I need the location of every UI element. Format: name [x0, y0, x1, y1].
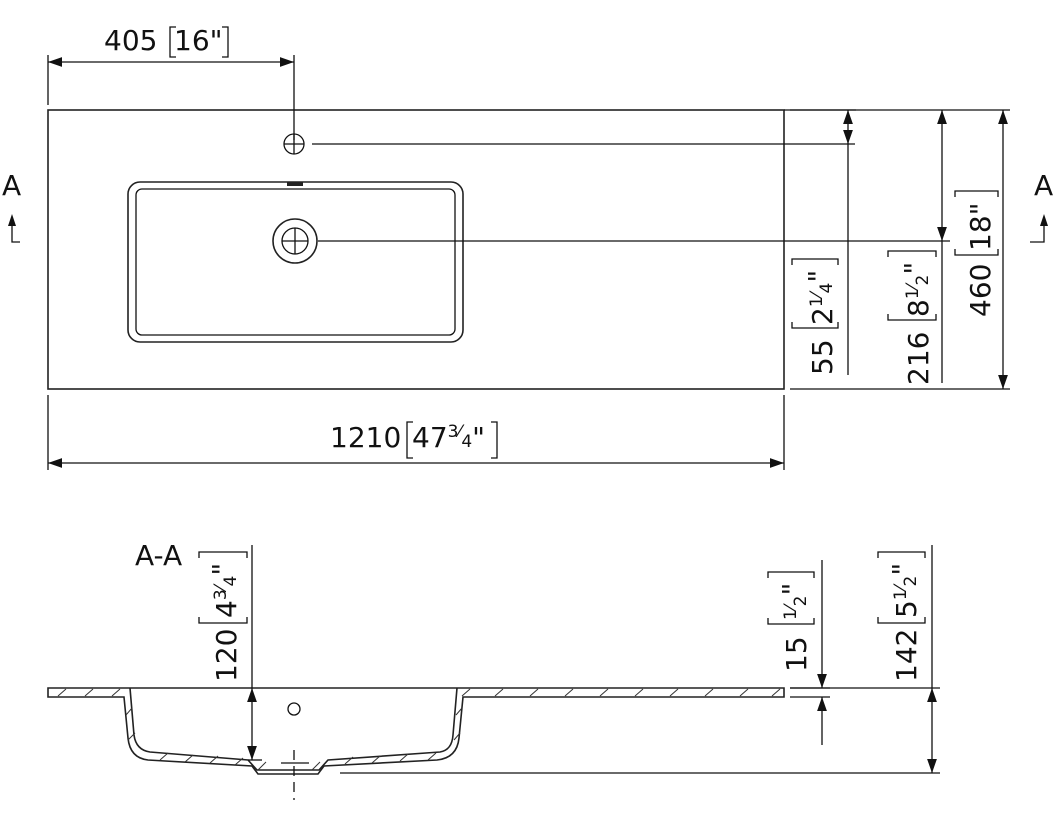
dimension-overall-height: 142 51⁄2": [340, 545, 940, 774]
dimension-drain-from-back: 216 81⁄2": [318, 110, 950, 385]
basin-outer: [127, 181, 464, 343]
svg-text:43⁄4": 43⁄4": [206, 563, 243, 618]
svg-text:142: 142: [890, 629, 923, 682]
svg-text:81⁄2": 81⁄2": [898, 262, 935, 317]
section-title: A-A: [135, 539, 182, 572]
dimension-tap-offset: 405 16": [47, 24, 295, 140]
dimension-bowl-depth: 120 43⁄4": [198, 545, 262, 761]
overflow-hole: [287, 702, 301, 716]
svg-text:1210: 1210: [330, 421, 401, 454]
svg-text:1⁄2": 1⁄2": [776, 583, 811, 620]
overflow-slot: [287, 182, 303, 186]
drain-outer: [272, 218, 318, 264]
svg-text:405: 405: [104, 24, 157, 57]
svg-text:55: 55: [806, 339, 839, 375]
dimension-overall-length: 1210 473⁄4": [47, 395, 785, 470]
dimension-overall-depth: 460 18": [784, 109, 1010, 390]
svg-text:120: 120: [210, 629, 243, 682]
svg-text:18": 18": [964, 202, 997, 251]
section-marker-right: A: [1030, 169, 1053, 243]
section-profile: [47, 687, 785, 800]
svg-text:473⁄4": 473⁄4": [412, 421, 485, 454]
svg-text:460: 460: [964, 264, 997, 317]
countertop-outline: [47, 109, 785, 390]
svg-text:16": 16": [174, 24, 223, 57]
svg-text:21⁄4": 21⁄4": [802, 270, 839, 325]
section-marker-left: A: [2, 169, 21, 243]
top-view: [47, 109, 785, 390]
svg-text:51⁄2": 51⁄2": [886, 563, 923, 618]
dimension-tap-hole-from-back: 55 21⁄4": [312, 109, 856, 375]
dimension-deck-thickness: 15 1⁄2": [767, 560, 830, 745]
svg-text:A: A: [2, 169, 21, 202]
svg-text:15: 15: [780, 636, 813, 672]
basin-inner: [135, 188, 456, 336]
svg-text:216: 216: [902, 332, 935, 385]
svg-text:A: A: [1034, 169, 1053, 202]
